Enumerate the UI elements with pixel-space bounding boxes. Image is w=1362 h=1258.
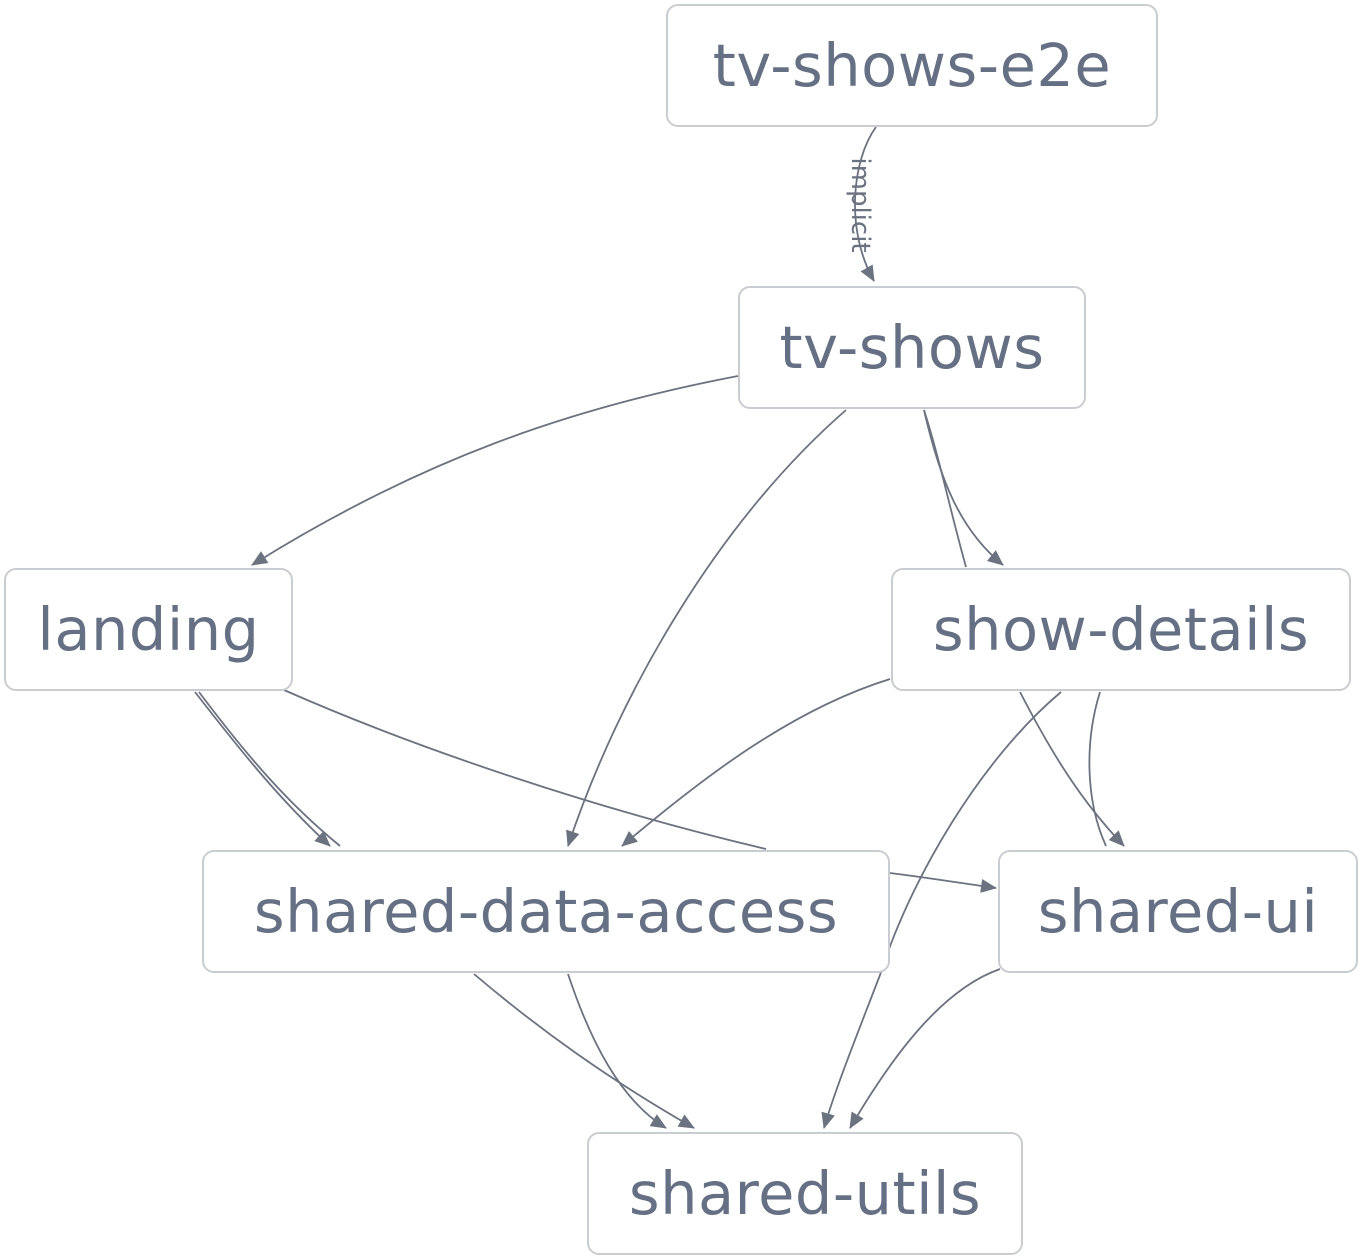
node-label: show-details xyxy=(932,595,1310,664)
node-label: shared-ui xyxy=(1037,877,1319,946)
edge-show-details-to-shared-ui-2[interactable] xyxy=(1088,691,1107,847)
node-shared-utils[interactable]: shared-utils xyxy=(587,1132,1023,1255)
node-shared-data-access[interactable]: shared-data-access xyxy=(202,850,890,973)
node-label: tv-shows-e2e xyxy=(712,31,1112,100)
edge-label-implicit: implicit xyxy=(845,157,875,252)
edge-show-details-to-shared-data-access[interactable] xyxy=(621,678,891,847)
edge-show-details-to-shared-utils[interactable] xyxy=(821,691,1062,1129)
edge-landing-to-shared-ui-tail[interactable] xyxy=(889,872,997,893)
edge-landing-to-shared-ui[interactable] xyxy=(283,689,767,850)
node-label: shared-data-access xyxy=(253,877,839,946)
edge-landing-to-shared-data-access-1[interactable] xyxy=(194,691,331,847)
node-label: shared-utils xyxy=(628,1159,982,1228)
edge-tv-shows-to-landing[interactable] xyxy=(251,375,739,566)
node-label: landing xyxy=(37,595,260,664)
node-shared-ui[interactable]: shared-ui xyxy=(998,850,1358,973)
edge-shared-ui-to-shared-utils[interactable] xyxy=(849,968,1001,1129)
node-tv-shows-e2e[interactable]: tv-shows-e2e xyxy=(666,4,1158,127)
edge-tv-shows-to-shared-ui[interactable] xyxy=(923,409,967,568)
node-label: tv-shows xyxy=(779,313,1045,382)
edge-show-details-to-shared-ui-1[interactable] xyxy=(1019,691,1125,847)
edge-landing-to-shared-data-access-2[interactable] xyxy=(198,691,341,847)
edge-shared-data-access-to-shared-utils-2[interactable] xyxy=(567,973,667,1129)
edge-tv-shows-e2e-to-tv-shows[interactable] xyxy=(854,126,877,282)
node-landing[interactable]: landing xyxy=(4,568,293,691)
node-tv-shows[interactable]: tv-shows xyxy=(738,286,1086,409)
edge-tv-shows-to-show-details[interactable] xyxy=(923,409,1004,566)
edge-shared-data-access-to-shared-utils-1[interactable] xyxy=(473,973,695,1129)
node-show-details[interactable]: show-details xyxy=(891,568,1351,691)
edge-tv-shows-to-shared-data-access[interactable] xyxy=(566,409,847,847)
